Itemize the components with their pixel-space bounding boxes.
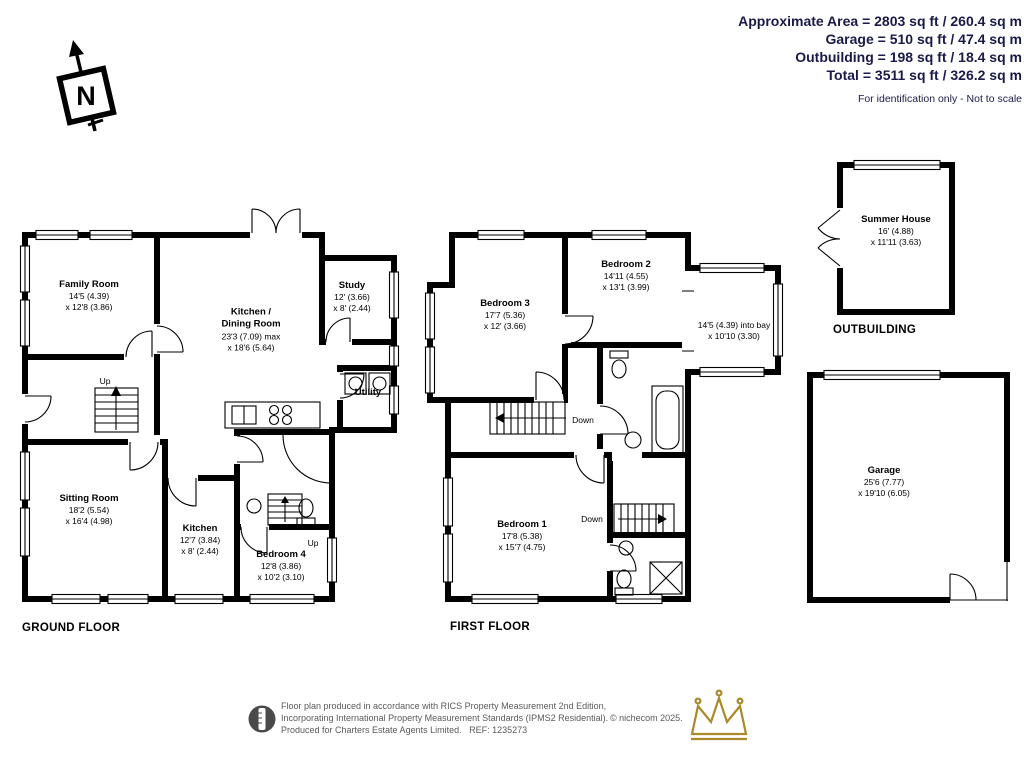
compass-arrowhead bbox=[69, 40, 84, 57]
ground-floor-windows bbox=[19, 229, 400, 605]
north-compass: N bbox=[56, 40, 117, 132]
outbuilding-title: OUTBUILDING bbox=[833, 324, 917, 336]
area-line-total-approx: Approximate Area = 2803 sq ft / 260.4 sq… bbox=[738, 13, 1022, 29]
ground-floor-fixtures bbox=[224, 372, 391, 526]
room-label-bedroom-4: Bedroom 4 12'8 (3.86) x 10'2 (3.10) bbox=[256, 548, 306, 583]
summer-house-plan bbox=[817, 159, 955, 315]
room-label-bedroom-2: Bedroom 2 14'11 (4.55) x 13'1 (3.99) bbox=[601, 258, 651, 293]
stairs-up-label-hall: Up bbox=[99, 376, 111, 386]
ground-floor-openings bbox=[19, 229, 352, 533]
first-floor-title: FIRST FLOOR bbox=[450, 621, 530, 633]
utility-appliances bbox=[344, 372, 391, 395]
stairs-up-label-bedroom4: Up bbox=[307, 538, 319, 548]
kitchen-counter bbox=[224, 401, 321, 429]
room-label-summer-house: Summer House 16' (4.88) x 11'11 (3.63) bbox=[861, 213, 931, 248]
room-label-bay: 14'5 (4.39) into bay x 10'10 (3.30) bbox=[697, 319, 771, 341]
room-label-bedroom-3: Bedroom 3 17'7 (5.36) x 12' (3.66) bbox=[480, 297, 530, 332]
crown-logo bbox=[690, 689, 748, 741]
french-doors bbox=[251, 208, 301, 234]
stairs-down-label-secondary: Down bbox=[581, 514, 603, 524]
room-label-family-room: Family Room 14'5 (4.39) x 12'8 (3.86) bbox=[59, 278, 119, 313]
copyright-text: © nichecom 2025. bbox=[610, 713, 683, 723]
first-floor-stairs-main bbox=[489, 401, 566, 435]
footer-line-1: Floor plan produced in accordance with R… bbox=[281, 701, 607, 711]
first-floor-plan bbox=[424, 229, 784, 605]
stove-burners bbox=[268, 404, 293, 426]
first-floor-openings bbox=[534, 290, 694, 571]
footer-line-3: Produced for Charters Estate Agents Limi… bbox=[281, 724, 528, 735]
summer-house-double-doors bbox=[817, 209, 841, 267]
room-label-sitting-room: Sitting Room 18'2 (5.54) x 16'4 (4.98) bbox=[59, 492, 119, 527]
area-line-outbuilding: Outbuilding = 198 sq ft / 18.4 sq m bbox=[795, 48, 1022, 65]
room-label-kitchen: Kitchen 12'7 (3.84) x 8' (2.44) bbox=[179, 522, 221, 557]
compass-box bbox=[56, 65, 117, 126]
ground-floor-doors bbox=[24, 208, 365, 554]
rics-badge-icon bbox=[248, 705, 276, 733]
ensuite-fixtures bbox=[614, 540, 683, 596]
first-floor-doors bbox=[535, 290, 694, 572]
bay-opening-jambs bbox=[682, 290, 694, 352]
room-label-study: Study 12' (3.66) x 8' (2.44) bbox=[333, 279, 371, 314]
garage-door bbox=[949, 573, 977, 601]
room-label-garage: Garage 25'6 (7.77) x 19'10 (6.05) bbox=[858, 464, 910, 499]
garage-plan bbox=[807, 369, 1013, 606]
compass-letter: N bbox=[76, 81, 96, 111]
footer-line-2: Incorporating International Property Mea… bbox=[281, 712, 609, 723]
room-label-utility: Utility bbox=[354, 386, 382, 398]
area-summary: Approximate Area = 2803 sq ft / 260.4 sq… bbox=[738, 13, 1022, 105]
ground-floor-stairs-main bbox=[94, 386, 139, 433]
area-line-total: Total = 3511 sq ft / 326.2 sq m bbox=[826, 66, 1022, 83]
area-line-garage: Garage = 510 sq ft / 47.4 sq m bbox=[825, 30, 1023, 47]
footer-disclaimer: Floor plan produced in accordance with R… bbox=[281, 701, 608, 737]
disclaimer-text: For identification only - Not to scale bbox=[858, 92, 1022, 105]
first-floor-fixtures bbox=[609, 350, 684, 596]
room-label-kitchen-dining: Kitchen / Dining Room 23'3 (7.09) max x … bbox=[221, 306, 281, 353]
first-floor-stairs-secondary bbox=[613, 503, 675, 535]
ground-floor-plan bbox=[19, 208, 400, 605]
stairs-down-label-landing: Down bbox=[572, 415, 594, 425]
room-label-bedroom-1: Bedroom 1 17'8 (5.38) x 15'7 (4.75) bbox=[497, 518, 547, 553]
ground-floor-stairs-secondary bbox=[267, 493, 303, 526]
shower-room-fixtures bbox=[246, 434, 332, 526]
first-floor-windows bbox=[424, 229, 784, 605]
bathroom-fixtures bbox=[609, 350, 684, 455]
ground-floor-title: GROUND FLOOR bbox=[22, 622, 121, 634]
